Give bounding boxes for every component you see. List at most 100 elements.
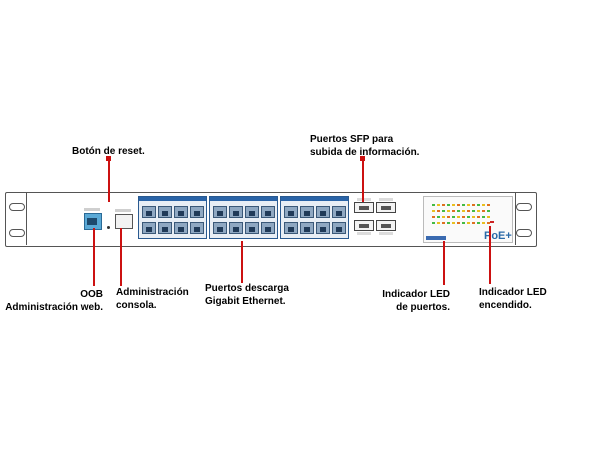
port-led (467, 216, 470, 218)
port-led (482, 204, 485, 206)
oob-port-label (84, 208, 100, 211)
port-led (442, 222, 445, 224)
rj45-port (332, 206, 346, 218)
port-led (432, 222, 435, 224)
port-led (447, 204, 450, 206)
sfp-port (354, 220, 374, 231)
label-port-led: Indicador LED de puertos. (382, 289, 450, 313)
port-led (472, 222, 475, 224)
rj45-port (245, 222, 259, 234)
port-led (437, 216, 440, 218)
rj45-port (261, 206, 275, 218)
port-led (462, 210, 465, 212)
port-led (472, 216, 475, 218)
port-bank-trim (139, 197, 206, 201)
oob-jack (87, 218, 97, 225)
leader-reset (108, 160, 110, 202)
leader-dot-sfp (360, 156, 365, 161)
label-reset-button: Botón de reset. (72, 146, 145, 157)
port-led (452, 210, 455, 212)
rj45-port (213, 222, 227, 234)
port-led (487, 204, 490, 206)
port-led (447, 216, 450, 218)
rj45-port (190, 222, 204, 234)
label-power-led: Indicador LED encendido. (479, 287, 547, 311)
rj45-port (174, 206, 188, 218)
port-led (467, 204, 470, 206)
rj45-port (158, 206, 172, 218)
leader-port-led (443, 241, 445, 285)
port-led (452, 222, 455, 224)
port-led (457, 204, 460, 206)
port-led (472, 210, 475, 212)
port-led (477, 216, 480, 218)
rack-ear-hole-bottom-left (9, 229, 25, 237)
port-led (482, 210, 485, 212)
reset-button (107, 226, 110, 229)
port-led (437, 210, 440, 212)
rj45-port (229, 206, 243, 218)
port-led (467, 210, 470, 212)
rj45-port (229, 222, 243, 234)
port-led (467, 222, 470, 224)
power-led (490, 221, 494, 223)
rj45-port (213, 206, 227, 218)
port-bank (209, 196, 278, 239)
rj45-port (142, 222, 156, 234)
rack-ear-hole-bottom-right (516, 229, 532, 237)
rj45-port (158, 222, 172, 234)
led-panel (423, 196, 513, 243)
sfp-label (357, 198, 371, 201)
port-led (452, 204, 455, 206)
rj45-port (332, 222, 346, 234)
label-sfp-ports: Puertos SFP para subida de información. (310, 134, 420, 158)
leader-console (120, 228, 122, 286)
port-led (482, 216, 485, 218)
port-led (432, 216, 435, 218)
rack-ear-hole-top-right (516, 203, 532, 211)
leader-sfp (362, 160, 364, 202)
sfp-port (354, 202, 374, 213)
sfp-port (376, 202, 396, 213)
port-led (462, 216, 465, 218)
rj45-port (245, 206, 259, 218)
console-port-label (115, 209, 131, 212)
port-led (487, 210, 490, 212)
managed-badge (426, 236, 446, 240)
port-led (462, 222, 465, 224)
rj45-port (284, 206, 298, 218)
port-led (482, 222, 485, 224)
sfp-label (379, 232, 393, 235)
port-bank (280, 196, 349, 239)
port-led (472, 204, 475, 206)
port-led (487, 216, 490, 218)
port-led (432, 210, 435, 212)
rj45-port (174, 222, 188, 234)
rj45-port (300, 206, 314, 218)
port-led (432, 204, 435, 206)
port-led (437, 222, 440, 224)
console-port (115, 214, 133, 229)
label-oob: OOB Administración web. (5, 289, 103, 313)
leader-power-led (489, 226, 491, 284)
label-console: Administración consola. (116, 287, 189, 311)
rj45-port (316, 222, 330, 234)
sfp-label (379, 198, 393, 201)
port-led (447, 222, 450, 224)
sfp-label (357, 232, 371, 235)
rj45-port (190, 206, 204, 218)
port-led (487, 222, 490, 224)
port-led (477, 210, 480, 212)
leader-oob (93, 228, 95, 286)
port-led (477, 222, 480, 224)
rj45-port (142, 206, 156, 218)
port-led (437, 204, 440, 206)
rj45-port (300, 222, 314, 234)
port-bank (138, 196, 207, 239)
port-led (442, 210, 445, 212)
rack-ear-hole-top-left (9, 203, 25, 211)
port-led (452, 216, 455, 218)
leader-gigabit (241, 241, 243, 283)
port-led (457, 222, 460, 224)
port-led (462, 204, 465, 206)
